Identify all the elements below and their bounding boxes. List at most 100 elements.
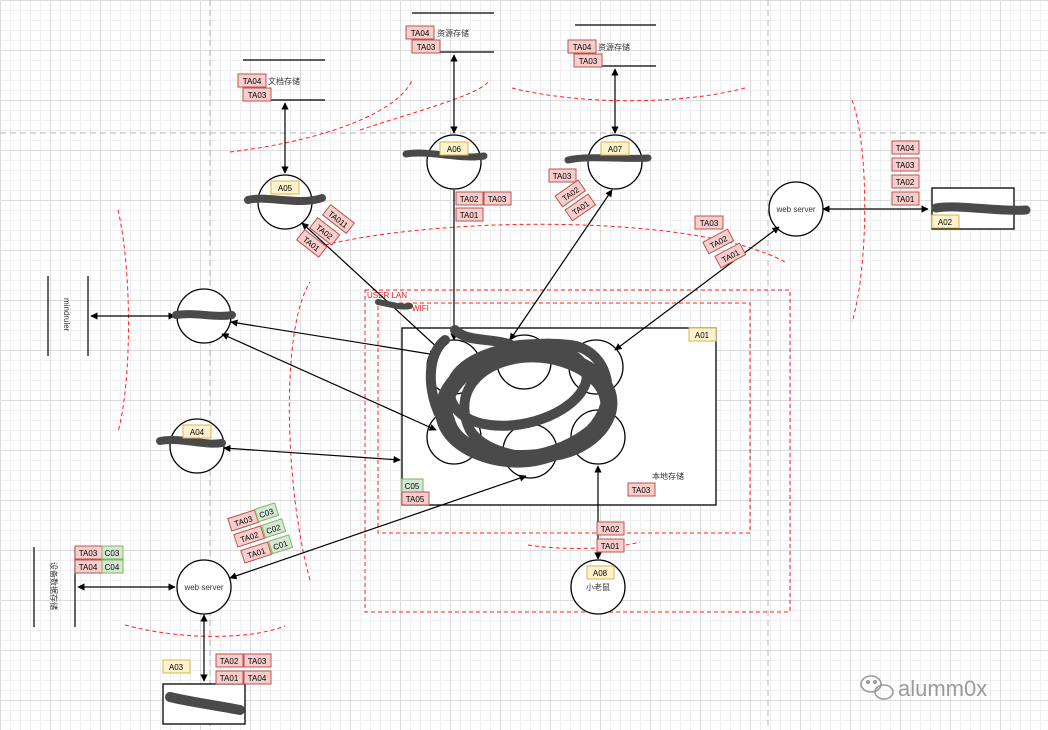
connections: [77, 54, 929, 682]
tag-a08-text: A08: [593, 569, 608, 578]
tag-ta03-a06-text: TA03: [488, 195, 507, 204]
labels: USER LAN WIFI 文档存储 资源存储 资源存储 本地存储 小老鼠 we…: [49, 28, 816, 610]
tag-ta03-local: TA03: [627, 482, 656, 497]
scribble-a03: [165, 692, 245, 715]
tag-ta04-doc-text: TA04: [243, 77, 262, 86]
tag-ta03-local-text: TA03: [632, 486, 651, 495]
tag-ta01-a08-text: TA01: [601, 542, 620, 551]
tag-a02: A02: [931, 214, 960, 229]
tag-a08: A08: [586, 565, 615, 580]
tag-ta01-a03: TA01: [215, 670, 244, 685]
tag-ta03-a02-text: TA03: [896, 161, 915, 170]
doc-storage-label: 文档存储: [268, 76, 300, 86]
tag-c02-lws-text: C02: [265, 523, 282, 536]
tag-ta02-a08-text: TA02: [601, 525, 620, 534]
tag-a04-text: A04: [190, 428, 205, 437]
tag-c01-lws: C01: [268, 534, 294, 555]
tag-ta02-a06-text: TA02: [460, 195, 479, 204]
tag-ta03-a03-text: TA03: [248, 657, 267, 666]
tag-c01-lws-text: C01: [272, 539, 289, 552]
tag-a05-text: A05: [278, 184, 293, 193]
tag-ta01-a02: TA01: [891, 191, 920, 206]
tag-ta04-db: TA04: [74, 559, 103, 574]
tag-ta02-ws: TA02: [702, 228, 735, 255]
web-server-left-label: web server: [183, 583, 223, 592]
mindruler-label: mindruler: [62, 298, 71, 332]
tag-a01: A01: [688, 327, 717, 342]
tag-ta01-lws: TA01: [240, 541, 273, 564]
zone-arc-a05: [229, 79, 413, 153]
scribble-center: [425, 325, 618, 468]
tag-ta04-a03: TA04: [243, 670, 272, 685]
tag-ta03-res1-text: TA03: [417, 43, 436, 52]
tag-ta02-a06: TA02: [455, 191, 484, 206]
tag-ta01-a02-text: TA01: [896, 195, 915, 204]
zone-arc-left: [117, 209, 129, 433]
tag-ta02-a03: TA02: [215, 653, 244, 668]
resource-storage-label-2: 资源存储: [598, 42, 630, 52]
tag-a01-text: A01: [695, 331, 710, 340]
wifi-label: WIFI: [412, 304, 429, 313]
zone-arc-a06: [359, 79, 491, 131]
tag-ta04-a02-text: TA04: [896, 144, 915, 153]
scribble-a04: [156, 435, 226, 448]
tag-ta05-text: TA05: [406, 495, 425, 504]
scribble-center-tag: [375, 299, 413, 310]
tag-c05-text: C05: [405, 482, 420, 491]
scribble-mindruler: [172, 310, 236, 320]
tag-ta01-a08: TA01: [596, 538, 625, 553]
user-lan-label: USER LAN: [367, 291, 407, 300]
tag-c03-db: C03: [101, 545, 124, 560]
tag-ta04-db-text: TA04: [79, 563, 98, 572]
tag-c04-db-text: C04: [105, 563, 120, 572]
tag-ta02-a02: TA02: [891, 174, 920, 189]
small-mouse-label: 小老鼠: [586, 582, 610, 592]
tag-ta03-res2: TA03: [573, 53, 603, 68]
tag-ta03-res1: TA03: [411, 39, 441, 54]
tag-c05: C05: [401, 478, 424, 493]
tag-ta02-a02-text: TA02: [896, 178, 915, 187]
tag-ta01-ws: TA01: [714, 242, 747, 269]
tag-ta04-res1: TA04: [405, 25, 435, 40]
tag-ta04-a02: TA04: [891, 140, 920, 155]
scribble-a07: [564, 154, 652, 164]
tag-ta04-a03-text: TA04: [248, 674, 267, 683]
zone-arc-bottom-mid: [527, 541, 641, 549]
tag-ta03-a03: TA03: [243, 653, 272, 668]
node-web-server-left: [176, 559, 232, 615]
wechat-icon: [860, 675, 894, 700]
redaction-scribbles: [156, 149, 1031, 715]
tag-c03-db-text: C03: [105, 549, 120, 558]
tag-c02-lws: C02: [261, 518, 287, 539]
tag-a05: A05: [270, 180, 300, 195]
resource-storage-label-1: 资源存储: [437, 28, 469, 38]
tag-ta03-db: TA03: [74, 545, 103, 560]
tag-ta01-a03-text: TA01: [220, 674, 239, 683]
tag-a06: A06: [439, 141, 469, 156]
tag-ta03-ws-text: TA03: [700, 219, 719, 228]
tag-ta04-res1-text: TA04: [411, 29, 430, 38]
tag-a04: A04: [182, 424, 212, 439]
tag-ta03-res2-text: TA03: [579, 57, 598, 66]
tag-ta02-a03-text: TA02: [220, 657, 239, 666]
tag-ta03-a07: TA03: [548, 168, 577, 183]
zone-arc-bottom-left: [124, 624, 286, 637]
tag-a03-text: A03: [169, 663, 184, 672]
scribble-a05: [244, 194, 326, 205]
tag-ta01-a06-text: TA01: [460, 211, 479, 220]
zone-arc-a07: [511, 87, 746, 102]
watermark: alumm0x: [860, 675, 987, 701]
tag-ta04-res2: TA04: [567, 39, 597, 54]
tag-ta02-a08: TA02: [596, 521, 625, 536]
tag-ta01-a06: TA01: [455, 207, 484, 222]
zone-arc-center-left: [288, 281, 311, 581]
tag-ta04-res2-text: TA04: [573, 43, 592, 52]
local-storage-label: 本地存储: [652, 471, 684, 481]
tag-c03-lws-text: C03: [258, 507, 275, 520]
tag-ta03-a07-text: TA03: [553, 172, 572, 181]
tag-c04-db: C04: [101, 559, 124, 574]
zone-arc-right: [851, 99, 866, 323]
tags: A05 TA04 TA03 TA011 TA02 TA01 A06 TA04 T…: [74, 25, 960, 685]
